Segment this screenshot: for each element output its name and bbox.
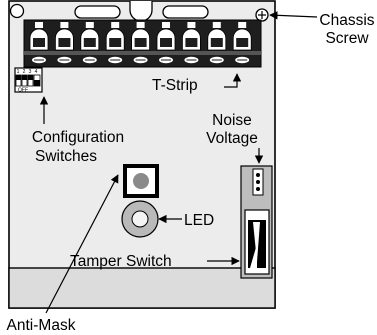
top-slot-left [74,5,121,19]
top-center-notch [129,1,153,22]
mounting-hole-left [9,3,25,19]
terminal-4 [105,22,125,64]
terminal-1 [29,22,49,64]
configuration-switch-block: 1 2 3 4 OFF [14,67,43,94]
dip-number-4: 4 [35,69,38,75]
top-slot-right [162,5,209,19]
chassis-screw-arrow [269,11,318,20]
configuration-label-line1: Configuration [32,129,124,146]
terminal-6 [156,22,176,64]
t-strip-arrow [224,73,242,88]
led-label: LED [184,212,214,229]
chassis-screw-icon [255,8,269,22]
dip-off-label: OFF [18,88,28,94]
tamper-switch-housing [240,165,273,279]
chassis-screw-label-line1: Chassis [319,12,374,29]
anti-mask-arrow [45,174,119,314]
terminal-strip [23,19,262,68]
terminal-9 [232,22,252,64]
terminal-3 [80,22,100,64]
noise-voltage-label-line1: Noise [212,112,252,129]
t-strip-label: T-Strip [152,77,198,94]
terminal-2 [55,22,74,64]
noise-voltage-label-line2: Voltage [206,130,258,147]
dip-number-1: 1 [17,69,20,75]
configuration-label-line2: Switches [35,148,97,165]
terminal-5 [131,22,150,64]
terminal-7 [182,22,201,64]
tamper-switch-label: Tamper Switch [70,253,172,270]
dip-number-3: 3 [29,69,32,75]
chassis-screw-label-line2: Screw [325,30,369,47]
anti-mask-label: Anti-Mask [7,317,76,334]
terminal-8 [207,22,227,64]
board-bottom-strip [8,267,276,309]
dip-number-2: 2 [23,69,26,75]
